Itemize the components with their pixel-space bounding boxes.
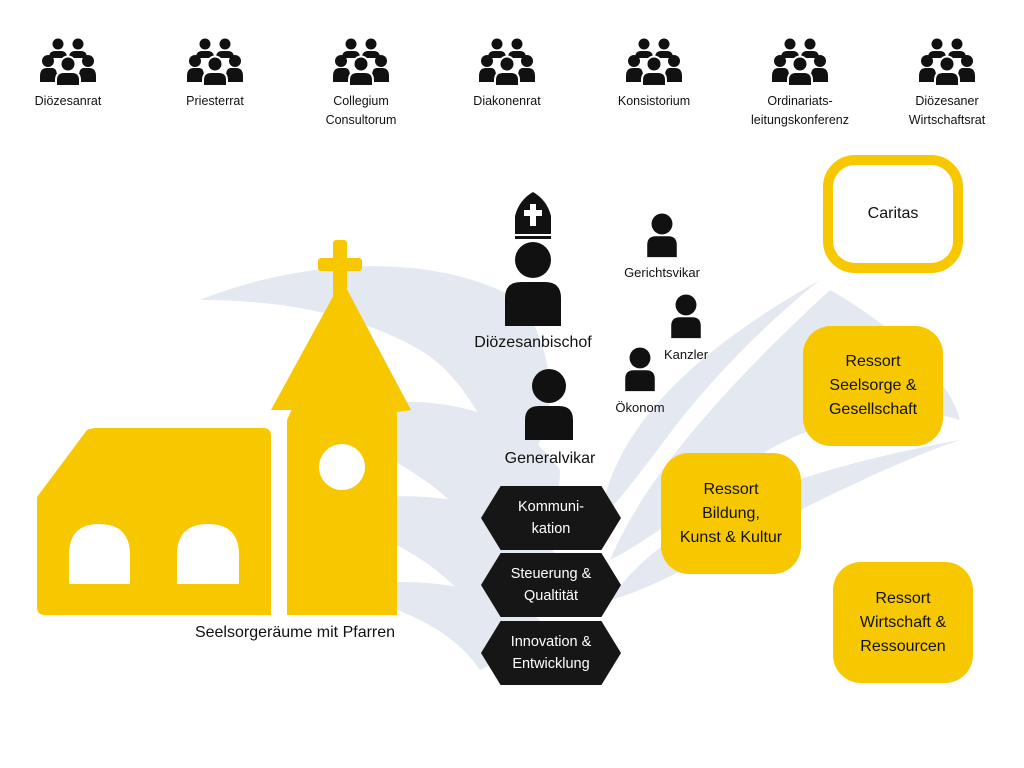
council-label: Collegium Consultorum (325, 94, 397, 127)
council-label: Ordinariats- leitungskonferenz (751, 94, 849, 127)
council-label: Diözesaner Wirtschaftsrat (908, 94, 986, 127)
group-icon (740, 38, 860, 86)
person-icon (525, 369, 573, 440)
church-label: Seelsorgeräume mit Pfarren (194, 624, 396, 641)
ressort-seelsorge: Ressort Seelsorge & Gesellschaft (803, 326, 943, 446)
vicar-general-label: Generalvikar (504, 450, 596, 467)
person-icon (625, 347, 655, 392)
group-icon (447, 38, 567, 86)
group-icon (887, 38, 1007, 86)
staff-unit-kommunikation: Kommuni- kation (481, 486, 621, 550)
council-label: Diakonenrat (473, 94, 541, 108)
council-label: Konsistorium (617, 94, 691, 108)
council-item: Diözesanrat (8, 38, 128, 111)
bishop-icon (505, 192, 561, 326)
group-icon (301, 38, 421, 86)
group-icon (594, 38, 714, 86)
kanzler-label: Kanzler (663, 347, 709, 362)
council-item: Diözesaner Wirtschaftsrat (887, 38, 1007, 130)
church-icon (37, 240, 411, 615)
bishop-label: Diözesanbischof (474, 334, 592, 351)
staff-unit-innovation: Innovation & Entwicklung (481, 621, 621, 685)
staff-unit-steuerung: Steuerung & Qualtität (481, 553, 621, 617)
group-icon (8, 38, 128, 86)
ressort-bildung: Ressort Bildung, Kunst & Kultur (661, 453, 801, 574)
council-label: Diözesanrat (34, 94, 102, 108)
council-item: Priesterrat (155, 38, 275, 111)
council-label: Priesterrat (186, 94, 244, 108)
group-icon (155, 38, 275, 86)
council-item: Konsistorium (594, 38, 714, 111)
council-item: Collegium Consultorum (301, 38, 421, 130)
council-item: Ordinariats- leitungskonferenz (740, 38, 860, 130)
caritas-box: Caritas (823, 155, 963, 273)
oekonom-label: Ökonom (615, 400, 665, 415)
council-item: Diakonenrat (447, 38, 567, 111)
person-icon (671, 294, 701, 339)
person-icon (647, 213, 677, 258)
gerichtsvikar-label: Gerichtsvikar (624, 265, 700, 280)
ressort-wirtschaft: Ressort Wirtschaft & Ressourcen (833, 562, 973, 683)
